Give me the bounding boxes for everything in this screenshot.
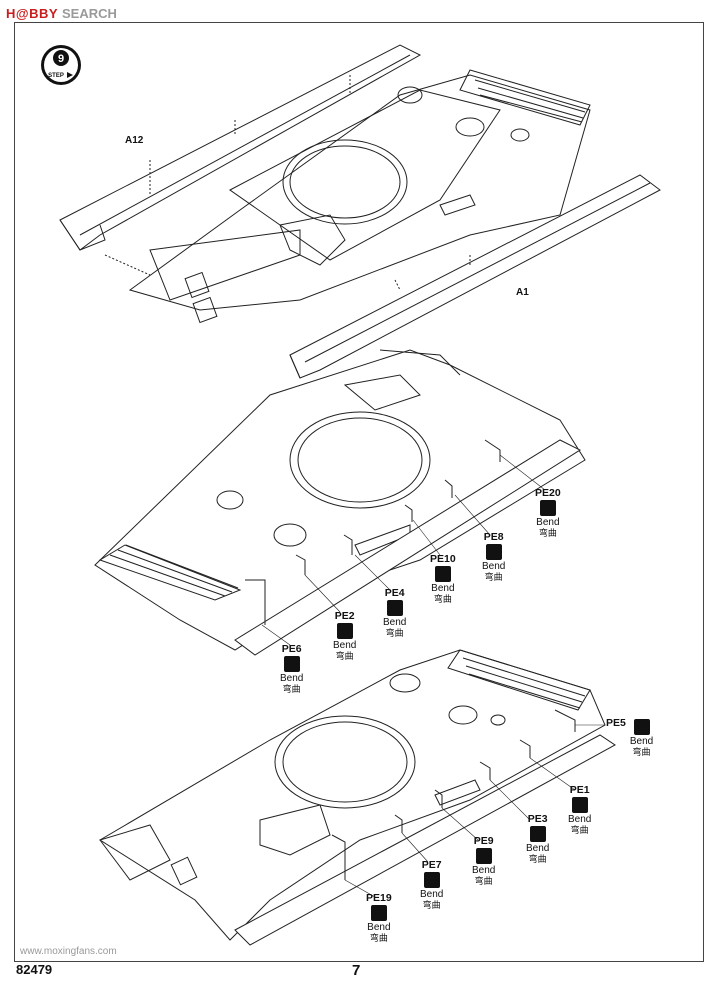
step-number: 9	[58, 53, 64, 65]
callout-bend-label: Bend	[482, 561, 506, 572]
callout-pe20: PE20 Bend 弯曲	[535, 488, 561, 539]
callout-bend-label: Bend	[629, 736, 654, 747]
part-label-a1: A1	[516, 287, 529, 298]
bend-icon	[539, 500, 556, 516]
bend-icon	[434, 566, 451, 582]
callout-bend-label: Bend	[568, 814, 592, 825]
callout-pe5: PE5 Bend 弯曲	[606, 718, 653, 758]
callout-bend-cn: 弯曲	[385, 628, 404, 638]
kit-number: 82479	[16, 962, 53, 977]
callout-part-id: PE2	[334, 610, 355, 622]
callout-part-id: PE10	[430, 553, 456, 565]
callout-part-id: PE20	[535, 487, 561, 499]
page-frame	[14, 22, 704, 962]
callout-bend-cn: 弯曲	[335, 651, 354, 661]
callout-part-id: PE1	[569, 784, 590, 796]
callout-bend-cn: 弯曲	[474, 876, 493, 886]
callout-bend-cn: 弯曲	[570, 825, 589, 835]
callout-part-id: PE9	[473, 835, 494, 847]
callout-bend-label: Bend	[280, 673, 304, 684]
callout-part-id: PE5	[606, 717, 626, 729]
callout-part-id: PE3	[527, 813, 548, 825]
callout-bend-cn: 弯曲	[422, 900, 441, 910]
callout-bend-label: Bend	[472, 865, 496, 876]
callout-bend-label: Bend	[367, 922, 391, 933]
callout-bend-cn: 弯曲	[528, 854, 547, 864]
bend-icon	[475, 848, 492, 864]
brand-search-text: SEARCH	[62, 6, 117, 21]
callout-pe1: PE1 Bend 弯曲	[568, 785, 591, 836]
callout-bend-cn: 弯曲	[538, 528, 557, 538]
bend-icon	[571, 797, 588, 813]
callout-bend-label: Bend	[536, 517, 560, 528]
page-number: 7	[352, 962, 361, 979]
bend-icon	[633, 719, 650, 735]
bottom-watermark: www.moxingfans.com	[20, 946, 117, 957]
callout-part-id: PE19	[366, 892, 392, 904]
callout-pe6: PE6 Bend 弯曲	[280, 644, 303, 695]
bend-icon	[423, 872, 440, 888]
callout-part-id: PE8	[483, 531, 504, 543]
callout-bend-cn: 弯曲	[369, 933, 388, 943]
bend-icon	[370, 905, 387, 921]
callout-bend-cn: 弯曲	[484, 572, 503, 582]
callout-part-id: PE6	[281, 643, 302, 655]
callout-part-id: PE4	[384, 587, 405, 599]
callout-pe19: PE19 Bend 弯曲	[366, 893, 392, 944]
step-badge: 9 STEP	[40, 44, 82, 86]
bend-icon	[386, 600, 403, 616]
top-hull-drawing	[59, 44, 661, 379]
callout-pe7: PE7 Bend 弯曲	[420, 860, 443, 911]
step-badge-icon: 9 STEP	[41, 45, 81, 85]
callout-pe9: PE9 Bend 弯曲	[472, 836, 495, 887]
site-watermark: H@BBY SEARCH	[6, 6, 117, 21]
callout-pe8: PE8 Bend 弯曲	[482, 532, 505, 583]
brand-logo: H@BBY	[6, 6, 59, 21]
callout-pe2: PE2 Bend 弯曲	[333, 611, 356, 662]
bottom-hull-drawing	[99, 649, 616, 946]
step-label: STEP	[48, 73, 64, 79]
callout-bend-label: Bend	[383, 617, 407, 628]
bend-icon	[485, 544, 502, 560]
callout-bend-cn: 弯曲	[632, 747, 651, 757]
callout-pe4: PE4 Bend 弯曲	[383, 588, 406, 639]
callout-bend-label: Bend	[526, 843, 550, 854]
callout-bend-label: Bend	[431, 583, 455, 594]
bend-icon	[336, 623, 353, 639]
bend-icon	[529, 826, 546, 842]
bend-icon	[283, 656, 300, 672]
callout-bend-cn: 弯曲	[433, 594, 452, 604]
part-label-a12: A12	[125, 135, 144, 146]
callout-bend-cn: 弯曲	[282, 684, 301, 694]
callout-part-id: PE7	[421, 859, 442, 871]
callout-pe3: PE3 Bend 弯曲	[526, 814, 549, 865]
callout-bend-label: Bend	[333, 640, 357, 651]
middle-hull-drawing	[94, 349, 586, 656]
callout-pe10: PE10 Bend 弯曲	[430, 554, 456, 605]
callout-bend-label: Bend	[420, 889, 444, 900]
